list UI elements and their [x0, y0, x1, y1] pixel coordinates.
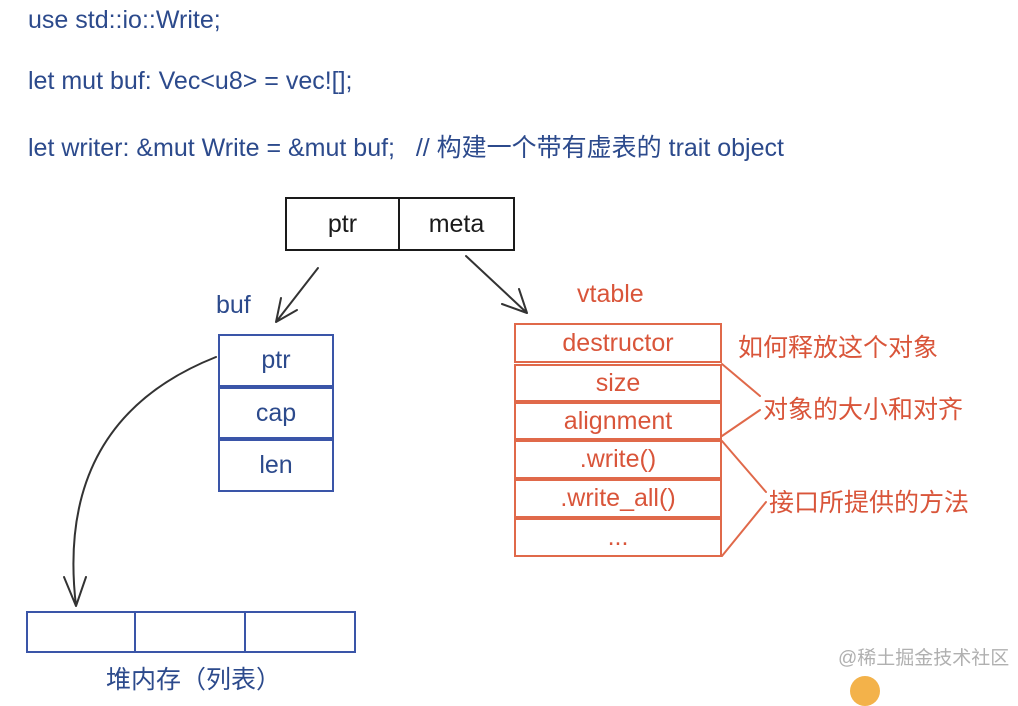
- buf-label: buf: [216, 291, 251, 319]
- bracket-ellipsis: [721, 501, 767, 557]
- bracket-size: [721, 363, 761, 397]
- buf-field-ptr: ptr: [218, 334, 334, 387]
- fat-pointer-meta: meta: [398, 197, 515, 251]
- bracket-write: [721, 440, 767, 493]
- heap-cell-3: [244, 611, 356, 653]
- diagram-connectors: [63, 255, 767, 607]
- vtable-entry-write-all: .write_all(): [514, 479, 722, 518]
- code-line-3: let writer: &mut Write = &mut buf; // 构建…: [28, 134, 784, 162]
- arrow-ptr-to-buf: [275, 267, 319, 323]
- code-line-2: let mut buf: Vec<u8> = vec![];: [28, 67, 353, 95]
- annotation-size-align: 对象的大小和对齐: [763, 396, 964, 424]
- vtable-entry-ellipsis: ...: [514, 518, 722, 557]
- arrow-meta-to-vtable: [465, 255, 528, 314]
- vtable-entry-destructor: destructor: [514, 323, 722, 363]
- annotation-destructor: 如何释放这个对象: [738, 334, 939, 362]
- heap-cell-2: [134, 611, 246, 653]
- vtable-entry-write: .write(): [514, 440, 722, 479]
- heap-label: 堆内存（列表）: [106, 666, 282, 694]
- vtable-entry-alignment: alignment: [514, 402, 722, 440]
- buf-field-len: len: [218, 439, 334, 492]
- fat-pointer-ptr: ptr: [285, 197, 400, 251]
- arrow-buf-ptr-to-heap: [63, 356, 217, 607]
- vtable-entry-size: size: [514, 364, 722, 402]
- vtable-label: vtable: [577, 280, 644, 308]
- heap-cell-1: [26, 611, 136, 653]
- code-line-1: use std::io::Write;: [28, 6, 221, 34]
- buf-field-cap: cap: [218, 387, 334, 439]
- annotation-methods: 接口所提供的方法: [769, 489, 970, 517]
- bracket-alignment: [721, 409, 761, 437]
- watermark: @稀土掘金技术社区: [838, 648, 1010, 669]
- watermark-logo-icon: [850, 676, 880, 706]
